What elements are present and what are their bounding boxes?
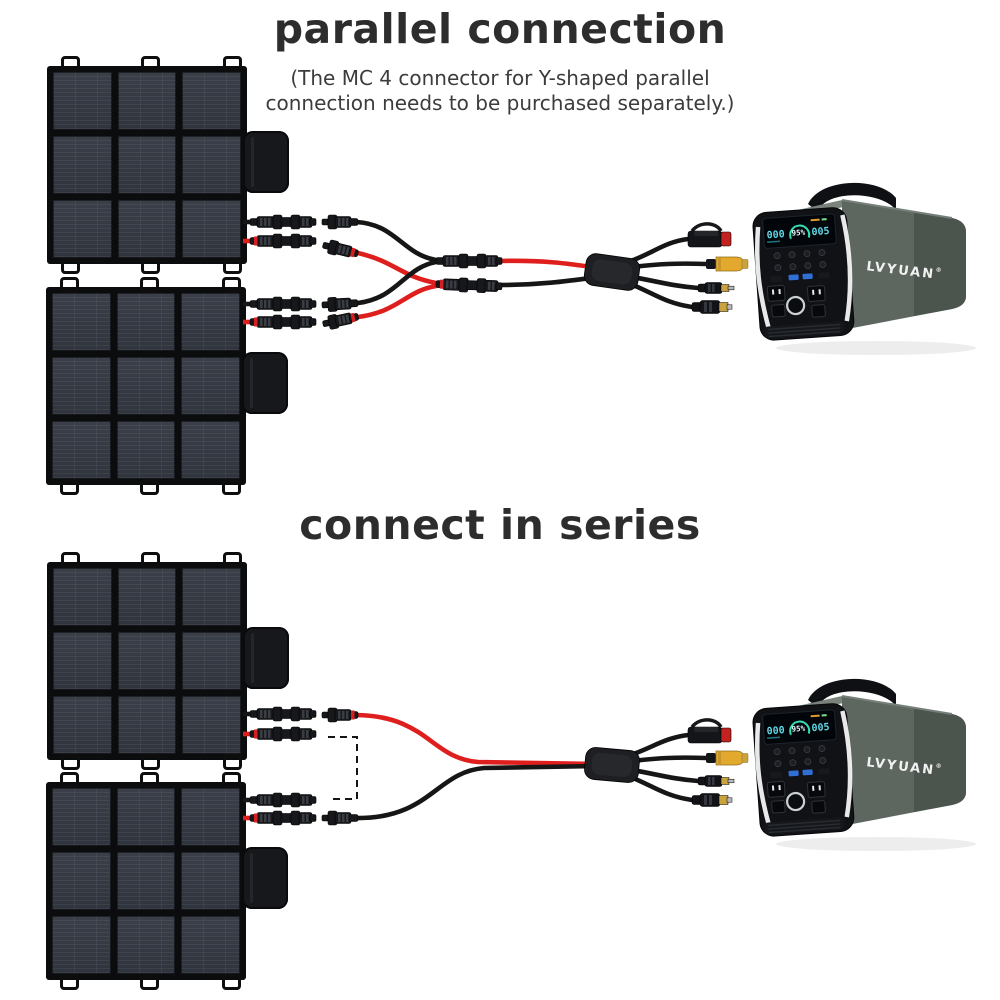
solar-cell-grid: [53, 568, 241, 754]
dc-plug-small: [697, 775, 735, 787]
hanging-loop: [140, 479, 159, 495]
anderson-connector: [686, 222, 733, 249]
dc-plug-large: [691, 300, 733, 314]
power-station: LVYUAN® 000 95% 005: [746, 664, 986, 854]
usb-ports: [770, 768, 830, 779]
hanging-loop: [223, 552, 242, 568]
dc-plug-large: [691, 793, 733, 807]
display-output-watts: 005: [811, 226, 830, 238]
hanging-loop: [222, 277, 241, 293]
mc4-connector-pair: [249, 706, 317, 722]
hanging-loop: [223, 258, 242, 274]
hanging-loop: [141, 258, 160, 274]
hanging-loop: [222, 772, 241, 788]
solar-cell-grid: [53, 72, 241, 258]
mc4-connector: [322, 708, 358, 722]
mc4-connector-pair: [436, 277, 502, 293]
hanging-loop: [60, 974, 79, 990]
control-buttons: [773, 249, 827, 272]
hanging-loop: [141, 552, 160, 568]
mc4-connector-pair: [250, 811, 316, 825]
parallel-section-title: parallel connection: [273, 5, 727, 53]
adapter-junction: [582, 251, 642, 293]
parallel-section-subtitle: (The MC 4 connector for Y-shaped paralle…: [0, 66, 1000, 116]
subtitle-line-1: (The MC 4 connector for Y-shaped paralle…: [290, 66, 710, 90]
display-battery-percent: 95%: [791, 228, 806, 238]
hanging-loop: [141, 754, 160, 770]
hanging-loop: [141, 56, 160, 72]
battery-gauge-arc: [789, 224, 811, 240]
hanging-loop: [223, 56, 242, 72]
lcd-display: [762, 213, 837, 249]
cable-pocket: [242, 847, 288, 910]
subtitle-line-2: connection needs to be purchased separat…: [265, 91, 735, 115]
solar-panel: [46, 277, 288, 495]
hanging-loop: [223, 754, 242, 770]
control-buttons: [773, 745, 827, 768]
power-button: [786, 295, 806, 316]
mc4-connector: [321, 214, 359, 230]
series-wiring: [243, 706, 749, 826]
power-station: LVYUAN® 000 95% 005: [746, 168, 986, 358]
xt60-connector: [705, 256, 749, 272]
power-button: [786, 791, 806, 812]
vent-grille: [764, 817, 845, 835]
display-battery-percent: 95%: [791, 724, 806, 734]
cable-pocket: [243, 627, 289, 690]
hanging-loop: [61, 258, 80, 274]
solar-panel: [47, 552, 289, 770]
hanging-loop: [140, 277, 159, 293]
display-output-watts: 005: [811, 722, 830, 734]
hanging-loop: [140, 974, 159, 990]
carry-handle: [808, 678, 896, 708]
display-input-watts: 000: [766, 229, 785, 241]
dashed-series-link: [328, 736, 358, 800]
mc4-connector-pair: [249, 296, 317, 312]
parallel-wiring: [243, 214, 749, 331]
display-input-watts: 000: [766, 725, 785, 737]
mc4-connector-pair: [249, 214, 317, 230]
hanging-loop: [60, 277, 79, 293]
hanging-loop: [222, 479, 241, 495]
dc-plug-small: [697, 282, 735, 294]
carry-handle: [808, 182, 896, 212]
station-front: 000 95% 005: [752, 703, 855, 837]
mc4-connector: [321, 238, 359, 260]
solar-panel: [47, 56, 289, 274]
adapter-junction: [583, 746, 641, 784]
outlet-slots: [771, 289, 821, 295]
solar-panel: [46, 772, 288, 990]
usb-ports: [770, 272, 830, 283]
battery-gauge-arc: [789, 720, 811, 736]
solar-cell-grid: [52, 788, 240, 974]
mc4-connector-pair: [250, 234, 316, 248]
hanging-loop: [61, 56, 80, 72]
lcd-display: [762, 709, 837, 745]
cable-pocket: [242, 352, 288, 415]
series-section-title: connect in series: [299, 501, 701, 549]
mc4-connector-pair: [250, 315, 316, 329]
mc4-connector: [321, 295, 359, 313]
mc4-connector-pair: [250, 727, 316, 741]
mc4-connector-pair: [249, 792, 317, 808]
cable-pocket: [243, 131, 289, 194]
outlet-slots: [771, 785, 821, 791]
ac-outlets: [766, 284, 826, 318]
hanging-loop: [60, 479, 79, 495]
hanging-loop: [60, 772, 79, 788]
xt60-connector: [705, 750, 749, 766]
anderson-connector: [686, 718, 733, 745]
hanging-loop: [140, 772, 159, 788]
ac-outlets: [766, 780, 826, 814]
vent-grille: [764, 321, 845, 339]
mc4-connector-pair: [435, 253, 503, 269]
hanging-loop: [222, 974, 241, 990]
solar-cell-grid: [52, 293, 240, 479]
hanging-loop: [61, 754, 80, 770]
station-front: 000 95% 005: [752, 207, 855, 341]
hanging-loop: [61, 552, 80, 568]
mc4-connector: [322, 310, 360, 331]
mc4-connector: [321, 810, 359, 826]
